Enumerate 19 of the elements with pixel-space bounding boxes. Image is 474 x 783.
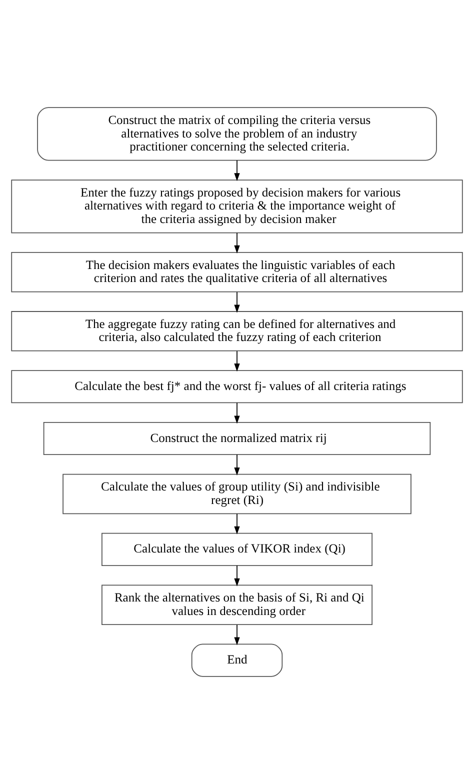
node-box: Enter the fuzzy ratings proposed by decision makers for various alternatives with regard to criteria & the importance weight of the criteria assigned by decision maker (11, 179, 463, 233)
node-box: End (191, 643, 283, 676)
arrow (234, 159, 240, 181)
node-box: The aggregate fuzzy rating can be defined for alternatives and criteria, also calculated the fuzzy rating of each criterion (11, 310, 463, 351)
node-box: Construct the normalized matrix rij (43, 421, 431, 455)
arrow (234, 350, 240, 372)
arrow (234, 564, 240, 586)
arrow (234, 402, 240, 424)
node-box: Construct the matrix of compiling the criteria versus alternatives to solve the problem of an industry practitioner concerning the selected criteria. (37, 106, 437, 160)
node-box: Rank the alternatives on the basis of Si, Ri and Qi values in descending order (102, 584, 372, 624)
node-box: The decision makers evaluates the linguistic variables of each criterion and rates the qualitative criteria of all alternatives (11, 252, 463, 292)
node-box: Calculate the values of VIKOR index (Qi) (102, 532, 372, 566)
node-box: Calculate the values of group utility (Si) and indivisible regret (Ri) (62, 473, 412, 514)
node-box: Calculate the best fj* and the worst fj- values of all criteria ratings (11, 370, 463, 403)
arrow (234, 232, 240, 253)
arrow (234, 291, 240, 312)
arrow (234, 454, 240, 476)
arrow (234, 624, 240, 645)
arrow (234, 512, 240, 534)
